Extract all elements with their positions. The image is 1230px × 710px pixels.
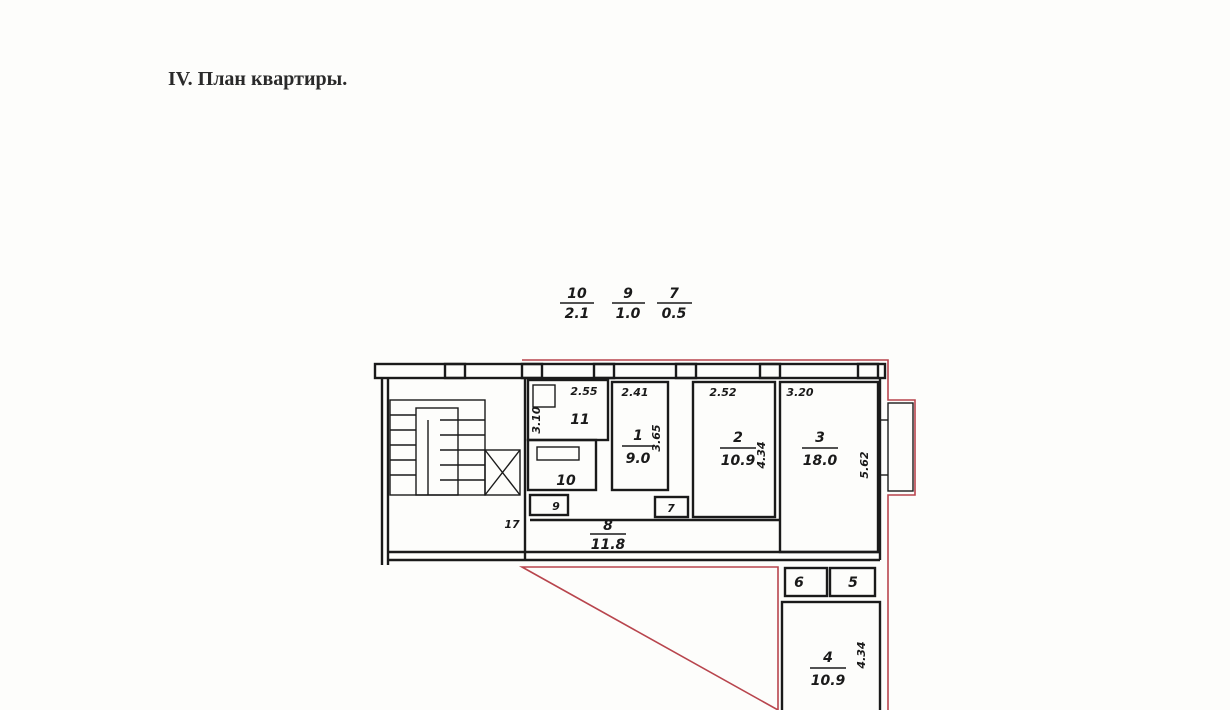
room3-number: 3	[815, 430, 825, 446]
stair-number: 17	[504, 518, 520, 531]
room4-number: 4	[822, 650, 833, 666]
legend: 10 2.1 9 1.0 7 0.5	[560, 286, 692, 322]
room4-depth: 4.34	[855, 641, 868, 669]
room2-number: 2	[733, 430, 743, 446]
room2-depth: 4.34	[755, 441, 768, 469]
apartment-outline	[518, 359, 916, 710]
kitchen-number: 11	[570, 412, 589, 428]
room3-width: 3.20	[786, 386, 813, 399]
room1-depth: 3.65	[650, 424, 663, 451]
room1-width: 2.41	[621, 386, 648, 399]
room3-area: 18.0	[803, 453, 838, 469]
legend-area: 0.5	[662, 306, 687, 322]
room1-area: 9.0	[626, 451, 651, 467]
corridor-area: 11.8	[591, 537, 626, 553]
legend-num: 10	[567, 286, 587, 302]
kitchen-width: 2.55	[570, 385, 597, 398]
legend-area: 1.0	[616, 306, 641, 322]
room4-area: 10.9	[811, 673, 846, 689]
legend-area: 2.1	[565, 306, 590, 322]
room1-number: 1	[633, 428, 643, 444]
section-title: IV. План квартиры.	[168, 68, 348, 90]
corridor-number: 8	[603, 518, 613, 534]
bath-number: 10	[556, 473, 576, 489]
room2-width: 2.52	[709, 386, 736, 399]
room2-area: 10.9	[721, 453, 756, 469]
legend-num: 7	[669, 286, 679, 302]
legend-num: 9	[623, 286, 633, 302]
toilet-number: 9	[552, 500, 560, 513]
closet-number: 7	[667, 502, 675, 515]
room-labels: 2.55 3.10 11 10 9 7 8 11.8 17 2.41 3.65 …	[504, 385, 871, 689]
room6-number: 6	[794, 575, 804, 591]
room5-number: 5	[848, 575, 858, 591]
room3-depth: 5.62	[858, 451, 871, 478]
walls	[373, 362, 914, 710]
kitchen-depth: 3.10	[530, 406, 543, 433]
